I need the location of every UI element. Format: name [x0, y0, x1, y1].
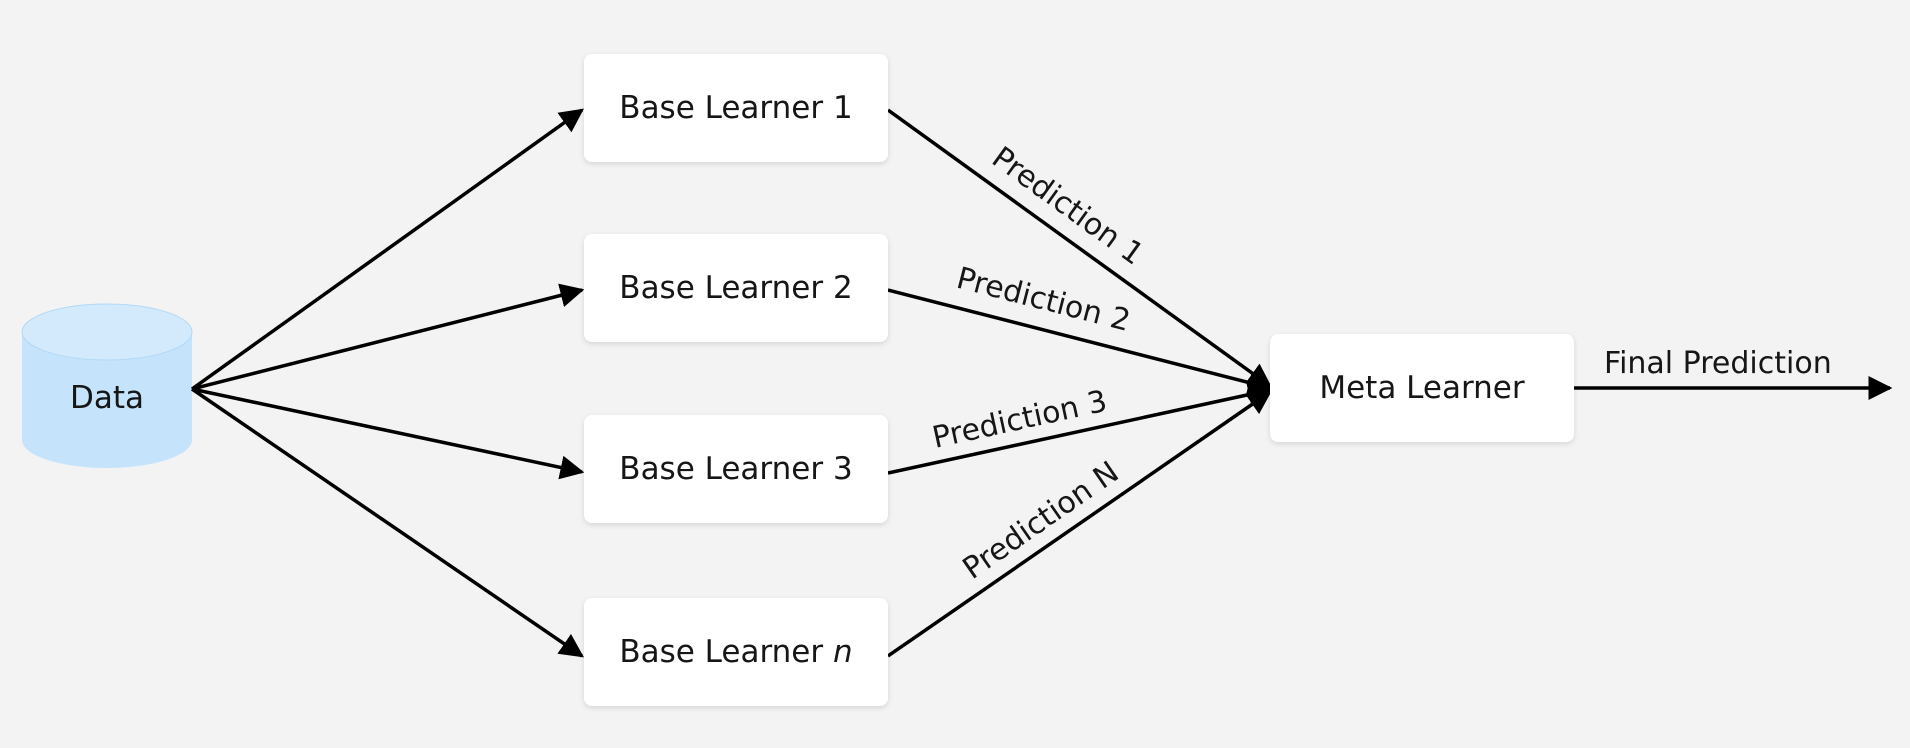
edge-base-1-to-meta	[886, 108, 1272, 388]
base-learner-n-box: Base Learner n	[584, 598, 888, 706]
prediction-2-label: Prediction 2	[953, 261, 1134, 339]
base-learner-2-name: Base Learner	[619, 270, 824, 306]
edge-data-to-base-n	[191, 387, 584, 658]
edge-data-to-base-2	[191, 283, 585, 391]
final-prediction-label: Final Prediction	[1604, 346, 1832, 381]
base-learner-1-index: 1	[832, 90, 853, 126]
base-learner-2-box: Base Learner 2	[584, 234, 888, 342]
meta-learner-label: Meta Learner	[1319, 370, 1525, 406]
base-learner-3-box: Base Learner 3	[584, 415, 888, 523]
prediction-1-label: Prediction 1	[985, 140, 1150, 272]
base-learner-3-index: 3	[832, 451, 853, 487]
edge-data-to-base-3	[191, 387, 585, 480]
base-learner-n-name: Base Learner	[619, 634, 824, 670]
edge-base-2-to-meta	[887, 288, 1273, 395]
cylinder-body	[22, 332, 192, 468]
base-learner-3-name: Base Learner	[619, 451, 824, 487]
cylinder-top	[21, 303, 193, 361]
base-learner-1-box: Base Learner 1	[584, 54, 888, 162]
edge-base-n-to-meta	[887, 390, 1272, 658]
edge-base-3-to-meta	[887, 382, 1273, 475]
base-learner-1-name: Base Learner	[619, 90, 824, 126]
data-cylinder-icon	[21, 303, 193, 468]
data-label: Data	[69, 380, 145, 416]
base-learner-n-index: n	[833, 634, 853, 670]
edge-data-to-base-1	[190, 108, 584, 391]
base-learner-2-index: 2	[832, 270, 853, 306]
meta-learner-box: Meta Learner	[1270, 334, 1574, 442]
prediction-n-label: Prediction N	[957, 455, 1126, 587]
